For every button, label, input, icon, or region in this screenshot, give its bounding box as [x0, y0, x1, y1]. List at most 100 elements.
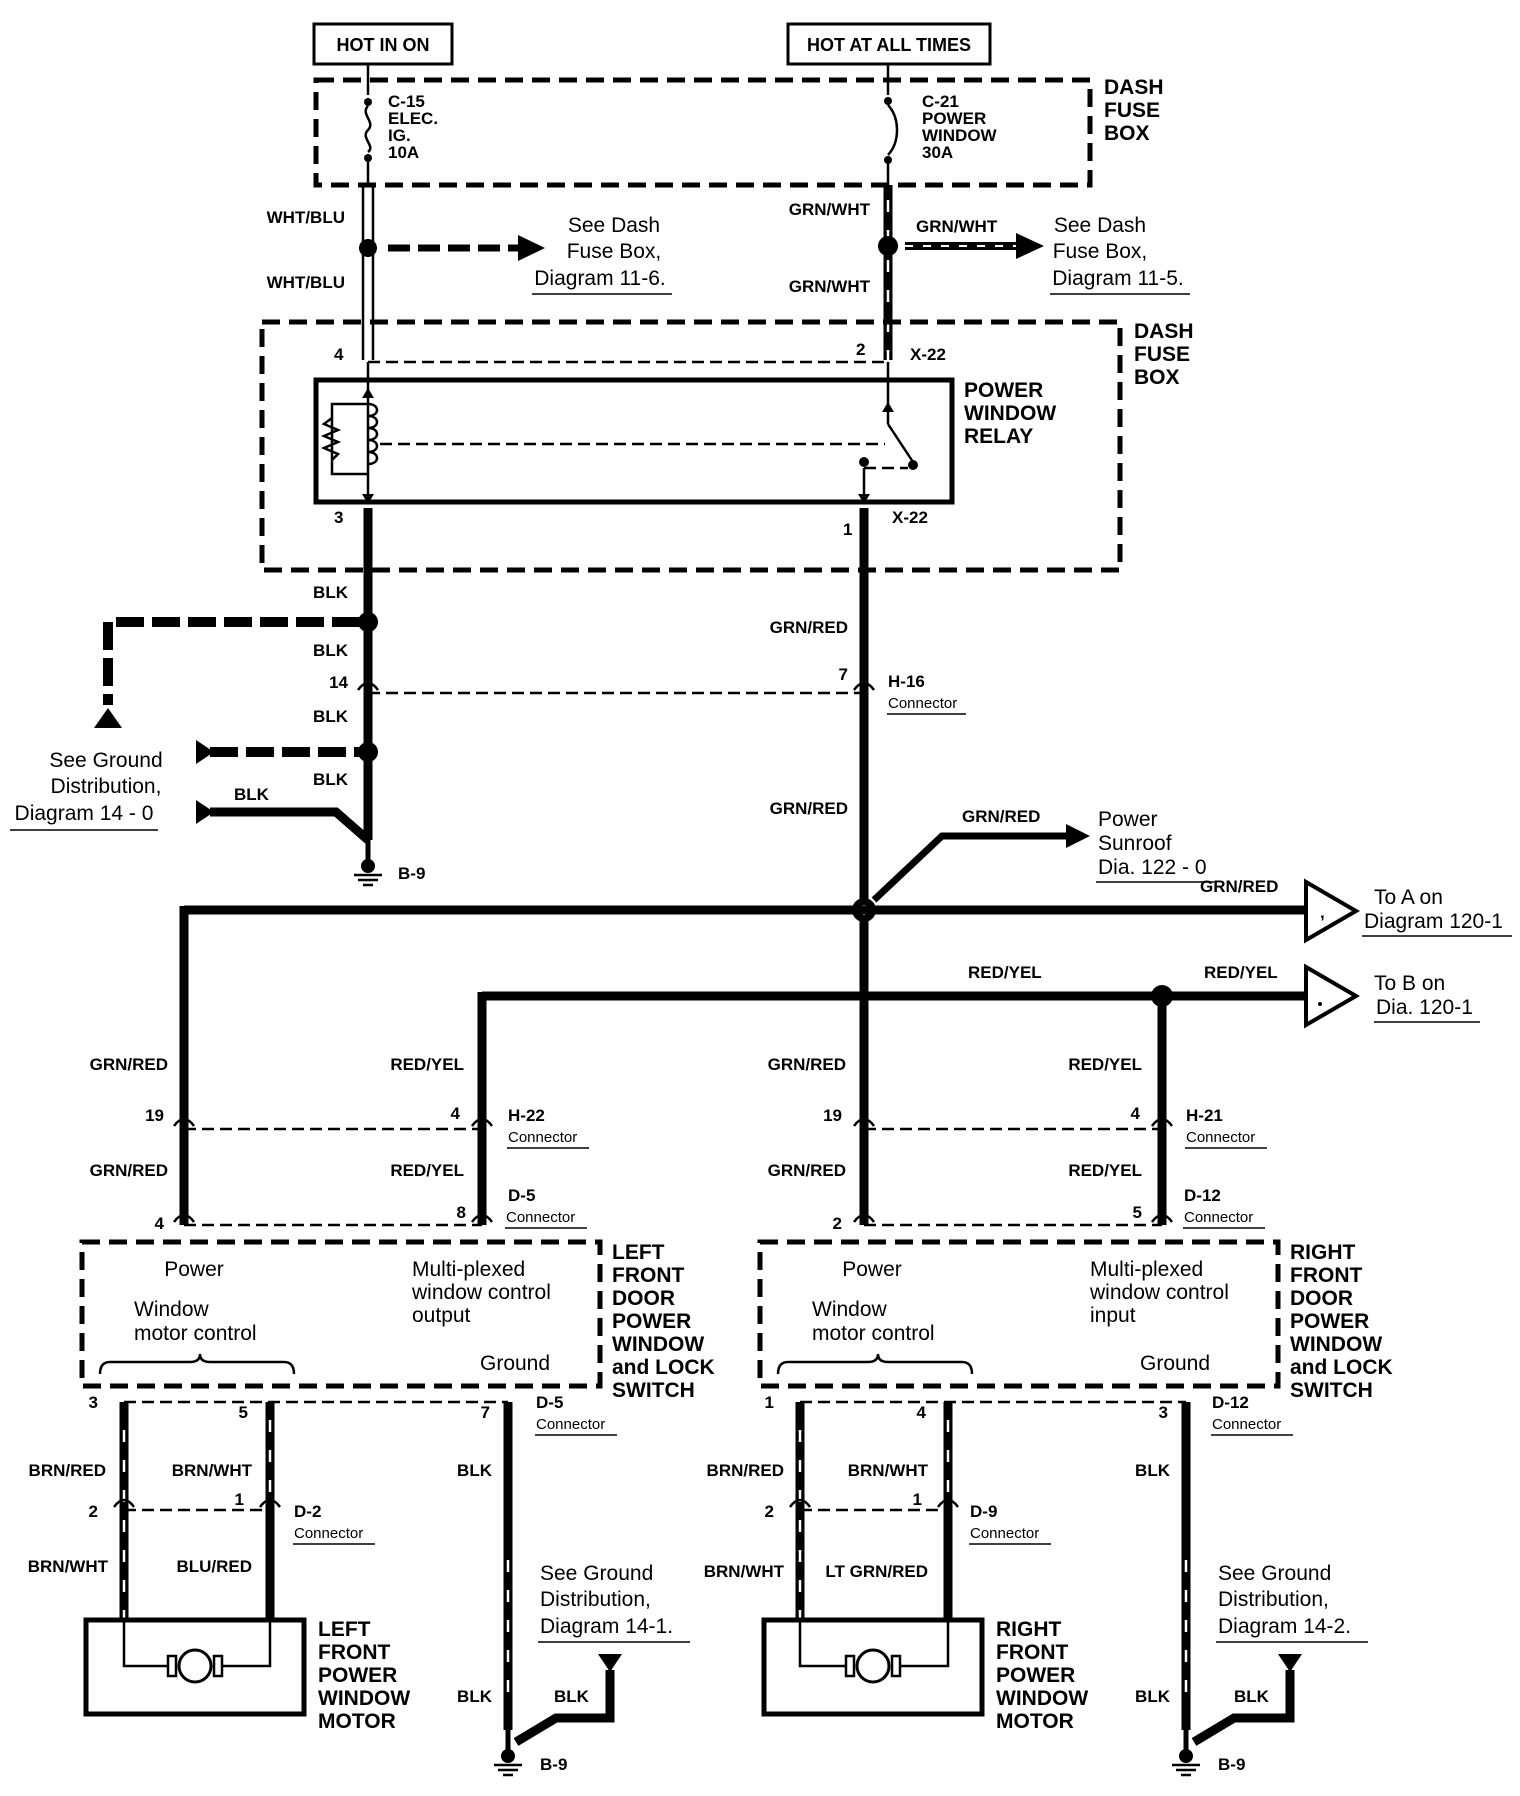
svg-text:2: 2	[833, 1214, 842, 1233]
svg-text:GRN/RED: GRN/RED	[768, 1055, 846, 1074]
svg-text:POWER: POWER	[964, 379, 1043, 402]
connector-h16: 7 H-16 Connector	[356, 665, 966, 715]
svg-text:D-5: D-5	[508, 1186, 535, 1205]
svg-text:3: 3	[1159, 1403, 1168, 1422]
svg-text:Diagram 11-6.: Diagram 11-6.	[534, 267, 666, 290]
svg-text:MOTOR: MOTOR	[996, 1710, 1074, 1733]
svg-text:D-9: D-9	[970, 1502, 997, 1521]
svg-text:GRN/RED: GRN/RED	[770, 618, 848, 637]
ground-b9-top: B-9	[354, 840, 425, 887]
svg-text:motor control: motor control	[134, 1322, 257, 1345]
svg-text:X-22: X-22	[910, 345, 946, 364]
offpage-to-a: , To A on Diagram 120-1	[1304, 878, 1512, 944]
blk-branch-ground-left-1	[196, 740, 360, 764]
relay-coil	[320, 362, 379, 504]
svg-text:D-12: D-12	[1212, 1393, 1249, 1412]
svg-text:Power: Power	[164, 1258, 224, 1281]
svg-text:GRN/RED: GRN/RED	[768, 1161, 846, 1180]
svg-text:To A on: To A on	[1374, 886, 1443, 909]
svg-text:MOTOR: MOTOR	[318, 1710, 396, 1733]
svg-text:2: 2	[89, 1502, 98, 1521]
svg-text:WINDOW: WINDOW	[612, 1333, 704, 1356]
left-front-window-motor: LEFT FRONT POWER WINDOW MOTOR	[83, 1617, 410, 1733]
svg-text:RIGHT: RIGHT	[1290, 1241, 1356, 1264]
svg-text:4: 4	[155, 1214, 165, 1233]
ground-ref-14-2: See Ground Distribution, Diagram 14-2. B…	[1135, 1562, 1368, 1746]
svg-text:POWER: POWER	[996, 1664, 1075, 1687]
svg-text:Diagram 120-1: Diagram 120-1	[1364, 910, 1503, 933]
svg-text:BLK: BLK	[554, 1687, 590, 1706]
right-input-wire-labels: GRN/RED RED/YEL GRN/RED RED/YEL	[768, 1055, 1142, 1180]
svg-text:C-15: C-15	[388, 92, 425, 111]
svg-text:GRN/RED: GRN/RED	[770, 799, 848, 818]
branch-sunroof: GRN/RED Power Sunroof Dia. 122 - 0	[871, 807, 1214, 903]
svg-text:window control: window control	[1089, 1281, 1229, 1304]
svg-text:Distribution,: Distribution,	[1218, 1588, 1329, 1611]
connector-h21: 19 4 H-21 Connector	[823, 1104, 1267, 1149]
svg-text:Ground: Ground	[480, 1352, 550, 1375]
svg-text:RED/YEL: RED/YEL	[1068, 1161, 1142, 1180]
svg-text:IG.: IG.	[388, 126, 411, 145]
svg-text:ELEC.: ELEC.	[388, 109, 438, 128]
svg-text:H-22: H-22	[508, 1106, 545, 1125]
svg-text:H-16: H-16	[888, 672, 925, 691]
svg-text:Connector: Connector	[1212, 1416, 1281, 1433]
svg-text:GRN/RED: GRN/RED	[90, 1055, 168, 1074]
svg-text:BLK: BLK	[313, 770, 349, 789]
svg-text:Fuse Box,: Fuse Box,	[567, 240, 662, 263]
svg-text:Connector: Connector	[508, 1129, 577, 1146]
svg-text:Distribution,: Distribution,	[540, 1588, 651, 1611]
svg-text:3: 3	[334, 508, 343, 527]
svg-text:Connector: Connector	[888, 695, 957, 712]
svg-text:WINDOW: WINDOW	[318, 1687, 410, 1710]
svg-text:See Ground: See Ground	[1218, 1562, 1331, 1585]
svg-text:BLK: BLK	[1234, 1687, 1270, 1706]
svg-text:To B on: To B on	[1374, 972, 1445, 995]
fuse-c15: C-15 ELEC. IG. 10A	[364, 64, 438, 185]
svg-text:Power: Power	[842, 1258, 902, 1281]
svg-text:4: 4	[451, 1104, 461, 1123]
svg-text:BLK: BLK	[313, 707, 349, 726]
svg-text:D-5: D-5	[536, 1393, 563, 1412]
svg-text:Power: Power	[1098, 808, 1158, 831]
svg-text:WINDOW: WINDOW	[964, 402, 1056, 425]
svg-text:B-9: B-9	[540, 1755, 567, 1774]
svg-text:B-9: B-9	[398, 864, 425, 883]
wht-blu-branch-arrow: See Dash Fuse Box, Diagram 11-6.	[388, 214, 672, 295]
svg-text:BLK: BLK	[234, 785, 270, 804]
svg-text:1: 1	[913, 1490, 922, 1509]
svg-text:D-12: D-12	[1184, 1186, 1221, 1205]
svg-text:LEFT: LEFT	[612, 1241, 665, 1264]
wire-grn-red-main: GRN/RED GRN/RED	[770, 508, 876, 1225]
svg-text:C-21: C-21	[922, 92, 959, 111]
svg-text:LEFT: LEFT	[318, 1618, 371, 1641]
relay-fuse-box-outline	[259, 319, 1123, 573]
svg-text:2: 2	[765, 1502, 774, 1521]
svg-text:H-21: H-21	[1186, 1106, 1223, 1125]
svg-text:Multi-plexed: Multi-plexed	[1090, 1258, 1203, 1281]
right-lower-wiring: 1 4 3 D-12 Connector BRN/RED BRN/WHT BLK…	[704, 1393, 1293, 1730]
svg-text:Diagram 11-5.: Diagram 11-5.	[1052, 267, 1184, 290]
svg-text:Multi-plexed: Multi-plexed	[412, 1258, 525, 1281]
svg-text:SWITCH: SWITCH	[612, 1379, 695, 1402]
svg-text:BRN/WHT: BRN/WHT	[172, 1461, 253, 1480]
relay-title: POWER WINDOW RELAY	[964, 379, 1056, 448]
svg-text:WINDOW: WINDOW	[922, 126, 998, 145]
hot-in-on-label: HOT IN ON	[337, 35, 430, 55]
right-front-door-switch: Power Multi-plexed window control input …	[757, 1239, 1393, 1402]
ground-ref-14-0: See Ground Distribution, Diagram 14 - 0	[10, 749, 163, 831]
svg-text:Connector: Connector	[506, 1209, 575, 1226]
svg-text:See Ground: See Ground	[49, 749, 162, 772]
svg-text:BRN/RED: BRN/RED	[29, 1461, 106, 1480]
hot-in-on-header: HOT IN ON	[312, 22, 454, 66]
svg-text:BLU/RED: BLU/RED	[176, 1557, 252, 1576]
svg-text:Dia. 122 - 0: Dia. 122 - 0	[1098, 856, 1207, 879]
svg-text:output: output	[412, 1304, 471, 1327]
svg-text:POWER: POWER	[922, 109, 986, 128]
ground-b9-left: B-9	[494, 1730, 567, 1777]
svg-text:RIGHT: RIGHT	[996, 1618, 1062, 1641]
svg-text:DOOR: DOOR	[612, 1287, 675, 1310]
svg-text:RELAY: RELAY	[964, 425, 1033, 448]
svg-text:See Dash: See Dash	[1054, 214, 1146, 237]
left-input-wire-labels: GRN/RED RED/YEL GRN/RED RED/YEL	[90, 1055, 464, 1180]
